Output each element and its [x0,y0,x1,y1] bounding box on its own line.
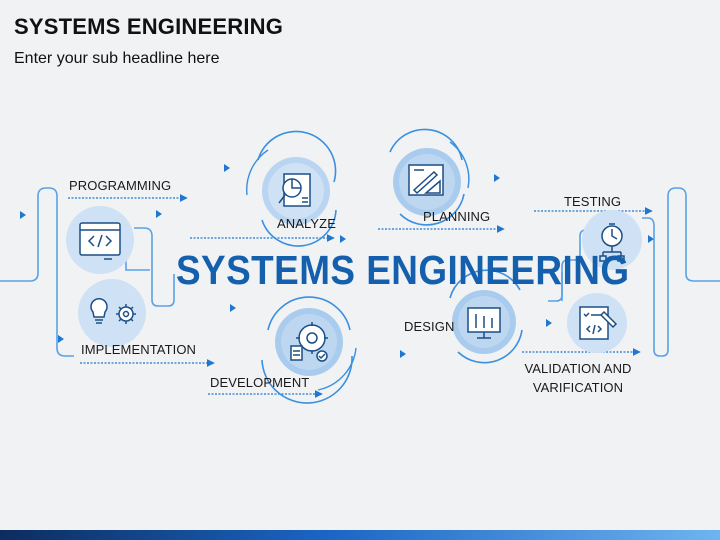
flow-line-right-outer [642,187,720,357]
design-node [449,269,523,364]
triangle-marker [340,235,346,243]
triangle-marker [224,164,230,172]
triangle-marker [230,304,236,312]
label-implementation: IMPLEMENTATION [81,342,197,357]
testing-node [582,210,642,270]
flow-line-left-outer [0,187,74,357]
triangle-marker [58,335,64,343]
triangle-marker [156,210,162,218]
development-node [261,296,357,404]
bottom-accent-bar [0,530,720,540]
triangle-marker [546,319,552,327]
checklist-code-icon [579,306,618,340]
center-title: SYSTEMS ENGINEERING [176,247,630,293]
planning-node [389,128,470,226]
stopwatch-flow-icon [599,223,625,262]
label-testing: TESTING [564,194,622,209]
validation-node [567,293,627,353]
implementation-node [78,279,146,347]
monitor-tools-icon [467,307,501,339]
blueprint-icon [408,164,444,196]
triangle-markers [20,164,654,358]
magnifier-chart-icon [278,173,311,207]
analyze-node [246,130,337,247]
label-planning: PLANNING [423,209,491,224]
dotted-arrows [68,194,653,398]
process-gear-icon [290,322,328,362]
triangle-marker [648,235,654,243]
slide-subtitle: Enter your sub headline here [14,50,220,67]
label-analyze: ANALYZE [277,216,336,231]
label-validation: VALIDATION AND VARIFICATION [524,361,632,395]
lightbulb-gear-icon [90,297,136,324]
programming-node [66,206,134,274]
label-design: DESIGN [404,319,455,334]
code-window-icon [79,222,121,260]
label-programming: PROGRAMMING [69,178,172,193]
triangle-marker [400,350,406,358]
label-development: DEVELOPMENT [210,375,310,390]
triangle-marker [494,174,500,182]
triangle-marker [20,211,26,219]
slide-title: SYSTEMS ENGINEERING [14,14,284,39]
flow-line-left-inner [134,227,175,307]
